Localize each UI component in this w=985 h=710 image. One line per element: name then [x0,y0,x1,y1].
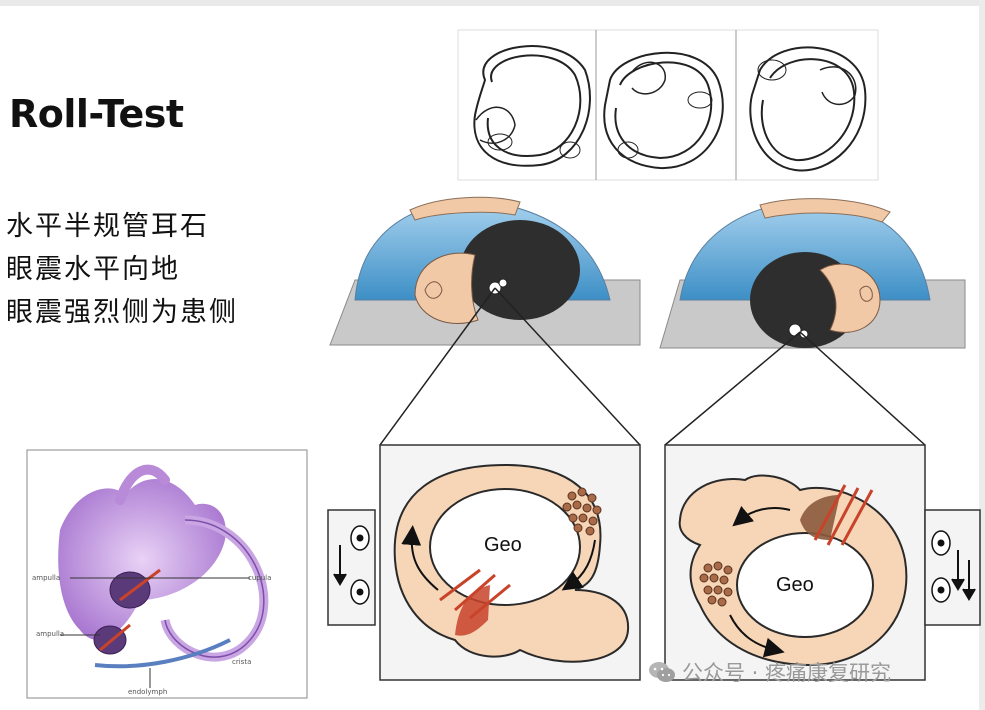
wechat-icon [649,662,675,682]
zoom-panel-right [664,444,926,681]
patient-left [329,196,641,346]
otoliths-left [562,487,602,536]
anatomy-label-1: ampulla [32,574,61,582]
canal-sketch-1 [473,45,591,167]
page-title: Roll-Test [9,92,184,136]
nystagmus-box-left [327,509,376,626]
canal-sketch-3 [749,46,867,172]
bullet-item-3: 眼震强烈侧为患侧 [6,297,238,328]
zoom-lines [379,287,926,446]
bullet-list: 水平半规管耳石 眼震水平向地 眼震强烈侧为患侧 [6,205,238,334]
geo-label-left: Geo [484,534,522,556]
right-border [979,0,985,710]
canal-sketch-strip [457,29,879,181]
down-arrow-icon [951,550,976,601]
top-border [0,0,985,6]
watermark-text: 公众号 · 疼痛康复研究 [682,661,892,685]
otoliths-right [699,561,733,607]
canal-sketch-2 [603,51,724,170]
inner-ear-anatomy [26,449,308,699]
anatomy-label-4: crista [232,658,252,666]
bullet-item-2: 眼震水平向地 [6,254,180,285]
geo-label-right: Geo [776,574,814,596]
anatomy-label-2: cupula [248,574,272,582]
nystagmus-box-right [924,509,981,626]
bullet-item-1: 水平半规管耳石 [6,211,209,242]
anatomy-label-5: endolymph [128,688,168,696]
watermark: 公众号 · 疼痛康复研究 [648,657,891,687]
anatomy-label-3: ampulla [36,630,65,638]
down-arrow-icon [333,545,347,586]
zoom-panel-left [379,444,641,681]
eye-icon [931,530,951,603]
patient-right [659,198,966,349]
